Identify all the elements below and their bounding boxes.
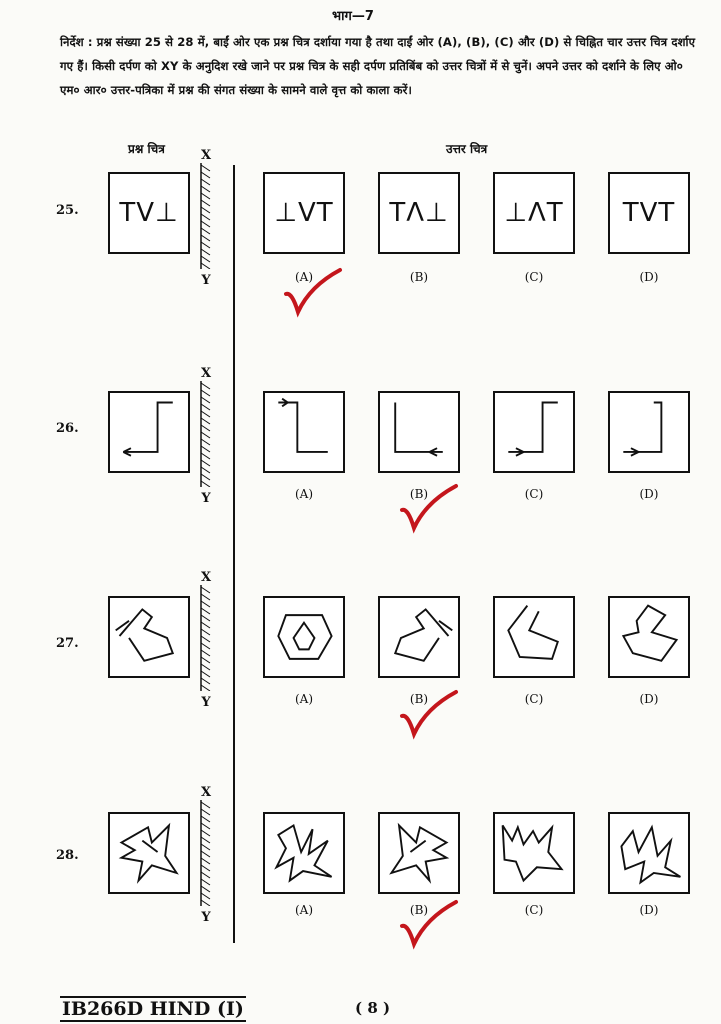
answer-figure-b[interactable] [378,596,460,678]
answer-figure-d[interactable] [608,596,690,678]
answer-figure-text: TΛ⊥ [389,198,449,228]
answer-figure-d[interactable] [608,812,690,894]
mirror-hatch [200,381,211,488]
booklet-code: IB266D HIND (I) [60,996,246,1022]
question-number: 26. [56,421,79,436]
option-label-b: (B) [409,270,429,284]
answer-figure-a[interactable]: ⊥VT [263,172,345,254]
question-figure [108,391,190,473]
answer-figure-text: TVT [622,198,676,228]
option-label-a: (A) [294,270,314,284]
option-label-d: (D) [639,270,659,284]
option-label-b: (B) [409,487,429,501]
question-number: 28. [56,848,79,863]
answer-figure-b[interactable]: TΛ⊥ [378,172,460,254]
question-figure-shape [122,401,173,457]
page-number: ( 8 ) [355,999,391,1017]
mirror-x-label: X [200,148,212,163]
mirror-axis: X Y [198,148,216,288]
option-label-a: (A) [294,692,314,706]
answer-figure-c[interactable] [493,391,575,473]
question-figure-shape [115,608,175,662]
option-label-b: (B) [409,903,429,917]
check-mark-icon [400,900,458,950]
check-mark-icon [284,268,342,318]
option-label-c: (C) [524,692,544,706]
question-figure: TV⊥ [108,172,190,254]
answer-figures-heading: उत्तर चित्र [446,142,488,156]
question-number: 27. [56,636,79,651]
option-label-c: (C) [524,487,544,501]
option-label-d: (D) [639,487,659,501]
answer-figure-a[interactable] [263,812,345,894]
mirror-y-label: Y [201,273,211,288]
mirror-axis: X Y [198,785,216,925]
mirror-axis: X Y [198,570,216,710]
column-divider [233,165,235,943]
question-figure [108,812,190,894]
option-label-a: (A) [294,487,314,501]
option-label-c: (C) [524,270,544,284]
option-label-d: (D) [639,903,659,917]
option-label-d: (D) [639,692,659,706]
question-figure-heading: प्रश्न चित्र [128,142,165,156]
check-mark-icon [400,690,458,740]
answer-figure-text: ⊥ΛT [504,198,564,228]
question-figure-text: TV⊥ [119,198,179,228]
check-mark-icon [400,484,458,534]
answer-figure-a[interactable] [263,391,345,473]
mirror-hatch [200,585,211,692]
answer-figure-c[interactable] [493,596,575,678]
instructions-text: निर्देश : प्रश्न संख्या 25 से 28 में, बा… [60,35,696,97]
answer-figure-b[interactable] [378,391,460,473]
mirror-y-label: Y [201,491,211,506]
mirror-y-label: Y [201,695,211,710]
question-figure [108,596,190,678]
option-label-a: (A) [294,903,314,917]
mirror-y-label: Y [201,910,211,925]
mirror-x-label: X [200,570,212,585]
option-label-c: (C) [524,903,544,917]
answer-figure-d[interactable] [608,391,690,473]
option-label-b: (B) [409,692,429,706]
section-title: भाग—7 [332,9,374,24]
mirror-hatch [200,800,211,907]
mirror-hatch [200,163,211,270]
answer-figure-a[interactable] [263,596,345,678]
answer-figure-c[interactable]: ⊥ΛT [493,172,575,254]
answer-figure-b[interactable] [378,812,460,894]
mirror-axis: X Y [198,366,216,506]
question-number: 25. [56,203,79,218]
answer-figure-c[interactable] [493,812,575,894]
answer-figure-d[interactable]: TVT [608,172,690,254]
mirror-x-label: X [200,785,212,800]
mirror-x-label: X [200,366,212,381]
question-figure-shape [118,822,179,884]
answer-figure-text: ⊥VT [274,198,334,228]
